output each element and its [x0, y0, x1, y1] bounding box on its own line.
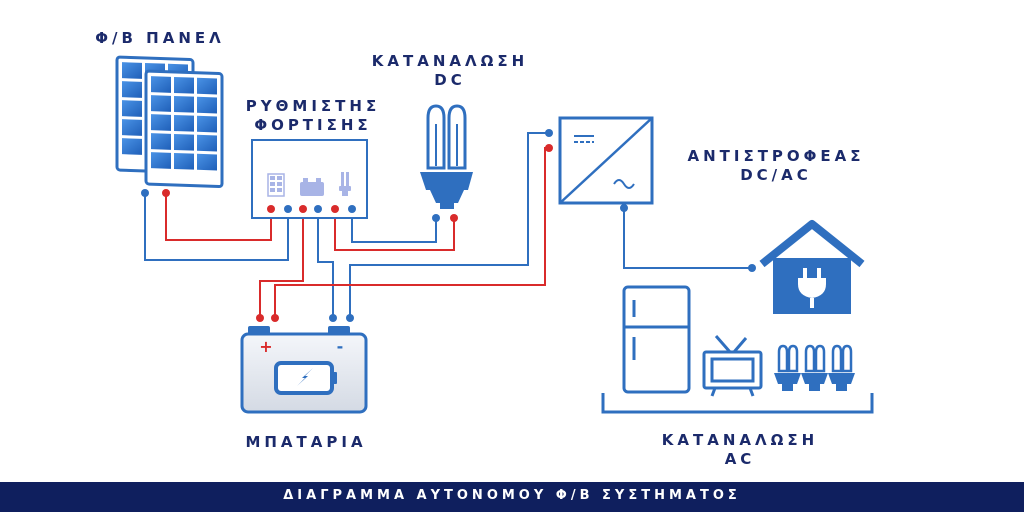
battery-label: ΜΠΑΤΑΡΙΑ [245, 433, 367, 451]
wire-pv-blue [144, 193, 289, 261]
inverter-terminal-neg [545, 129, 553, 137]
charge-controller-label-line2: ΦΟΡΤΙΣΗΣ [254, 116, 372, 134]
ac-load-label-line2: AC [724, 450, 756, 468]
wire-ctrl-bat-red [259, 210, 304, 318]
ac-load-label-line1: ΚΑΤΑΝΑΛΩΣΗ [661, 431, 819, 449]
inverter-terminal-pos [545, 144, 553, 152]
house-plug-icon [759, 220, 865, 314]
ac-bulb-1 [774, 344, 801, 391]
dc-load-terminal-neg [432, 214, 440, 222]
inverter-icon [558, 116, 654, 205]
battery-icon: + - [240, 326, 368, 414]
wire-ctrl-bat-blue [317, 210, 334, 318]
battery-terminal-1 [256, 314, 264, 322]
charge-controller-icon [251, 139, 368, 219]
fridge-icon [622, 285, 691, 394]
wire-inv-house [623, 208, 752, 269]
mini-panel-icon [267, 173, 285, 197]
ac-bulb-2 [801, 344, 828, 391]
wire-bat-inv-blue [349, 132, 549, 318]
mini-bulb-icon [339, 172, 351, 196]
battery-terminal-2 [271, 314, 279, 322]
battery-terminal-3 [329, 314, 337, 322]
dc-load-label-line1: ΚΑΤΑΝΑΛΩΣΗ [371, 52, 529, 70]
house-terminal [748, 264, 756, 272]
footer-bar: ΔΙΑΓΡΑΜΜΑ ΑΥΤΟΝΟΜΟΥ Φ/Β ΣΥΣΤΗΜΑΤΟΣ [0, 482, 1024, 512]
pv-terminal-neg [141, 189, 149, 197]
wire-ctrl-dc-blue [351, 210, 437, 243]
battery-plus-sign: + [259, 337, 272, 356]
pv-terminal-pos [162, 189, 170, 197]
inverter-terminal-ac [620, 204, 628, 212]
ac-bulb-3 [828, 344, 855, 391]
tv-icon [702, 335, 763, 397]
ac-load-bracket [601, 393, 874, 414]
dc-load-terminal-pos [450, 214, 458, 222]
cfl-bulb-icon [420, 104, 473, 209]
solar-panel-icon [115, 55, 224, 189]
battery-terminal-4 [346, 314, 354, 322]
dc-load-label-line2: DC [434, 71, 466, 89]
pv-panel-label: Φ/Β ΠΑΝΕΛ [95, 29, 225, 47]
footer-title: ΔΙΑΓΡΑΜΜΑ ΑΥΤΟΝΟΜΟΥ Φ/Β ΣΥΣΤΗΜΑΤΟΣ [283, 488, 741, 503]
bulb-icon [774, 344, 855, 391]
charge-controller-label-line1: ΡΥΘΜΙΣΤΗΣ [245, 97, 381, 115]
wire-pv-red [165, 193, 272, 241]
inverter-label-line1: ΑΝΤΙΣΤΡΟΦΕΑΣ [687, 147, 865, 165]
mini-battery-icon [300, 178, 324, 196]
battery-minus-sign: - [337, 337, 344, 356]
inverter-label-line2: DC/AC [740, 166, 812, 184]
wire-ctrl-dc-red [334, 210, 455, 251]
